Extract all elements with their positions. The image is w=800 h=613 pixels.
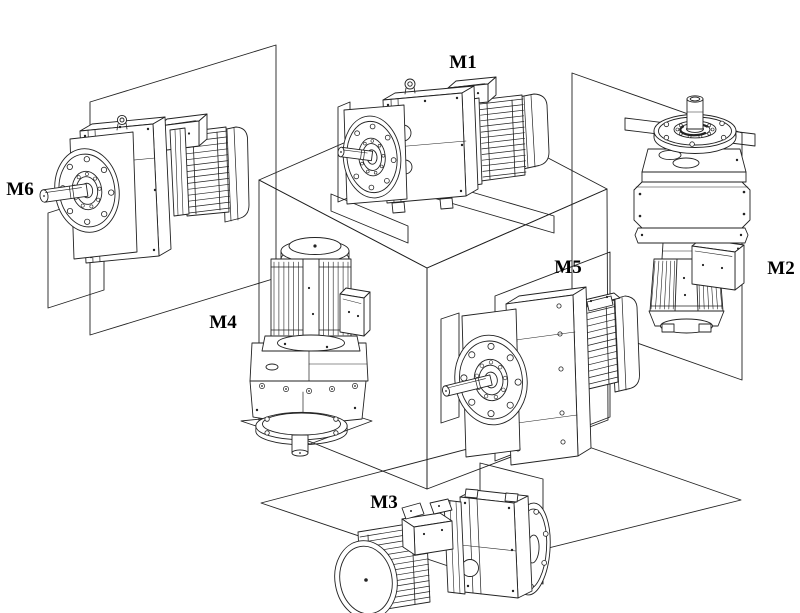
gearmotor-m6 [39, 113, 250, 264]
motor-bottom-ring [261, 334, 361, 352]
output-flange [255, 411, 348, 446]
label-m3: M3 [370, 492, 397, 513]
gearmotor-m4 [249, 237, 371, 457]
label-m5: M5 [554, 257, 581, 278]
label-m4: M4 [209, 312, 237, 333]
gear-case [459, 489, 533, 599]
gearmotor-m2 [633, 95, 751, 334]
fan-cowl [334, 540, 398, 613]
mounting-feet [464, 488, 519, 503]
fan-cowl [518, 93, 550, 170]
fan-cowl [648, 310, 725, 334]
gearmotor-m5 [442, 286, 640, 466]
gear-case [633, 148, 751, 244]
gearmotor-m1 [337, 76, 550, 214]
terminal-box [401, 512, 454, 556]
terminal-box [691, 238, 745, 291]
motor-body [477, 94, 527, 182]
lifting-eyebolt [404, 78, 416, 95]
gearmotor-m3 [334, 488, 551, 613]
mounting-feet [391, 197, 454, 214]
plane-m2-wall [571, 72, 743, 381]
output-shaft [291, 434, 309, 457]
mounting-feet [401, 498, 453, 520]
motor-body [183, 126, 231, 217]
output-shaft [39, 183, 89, 203]
output-shaft [337, 146, 374, 162]
plane-m5-flange [440, 312, 460, 424]
motor-adapter [169, 127, 190, 217]
label-m6: M6 [6, 179, 33, 200]
output-shaft [442, 374, 493, 397]
label-m2: M2 [767, 258, 794, 279]
lifting-eyebolt [116, 114, 128, 131]
motor-body [270, 258, 352, 338]
terminal-box [339, 287, 371, 337]
output-shaft [686, 95, 704, 130]
gear-case [505, 286, 592, 466]
label-m1: M1 [449, 52, 476, 73]
